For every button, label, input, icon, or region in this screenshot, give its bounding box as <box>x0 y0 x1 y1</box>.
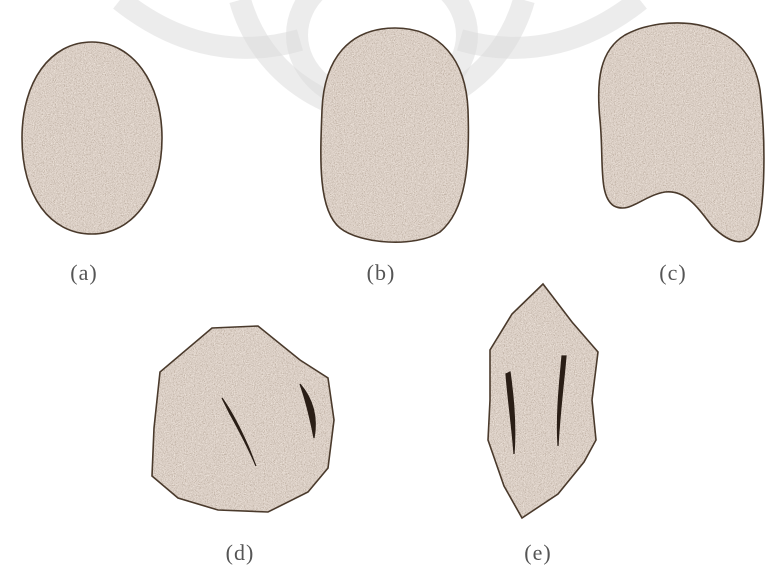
panel-label-e: (e) <box>524 540 551 566</box>
panel-e <box>488 284 598 518</box>
particle-c <box>599 23 764 242</box>
particle-b <box>321 28 469 242</box>
particle-d <box>152 326 334 512</box>
particle-e <box>488 284 598 518</box>
panel-b <box>321 28 469 242</box>
panel-label-d: (d) <box>226 540 255 566</box>
panel-label-c: (c) <box>659 260 686 286</box>
panel-a <box>22 42 162 234</box>
panel-label-a: (a) <box>70 260 97 286</box>
panel-d <box>152 326 334 512</box>
panel-label-b: (b) <box>367 260 396 286</box>
panel-c <box>599 23 764 242</box>
particle-a <box>22 42 162 234</box>
